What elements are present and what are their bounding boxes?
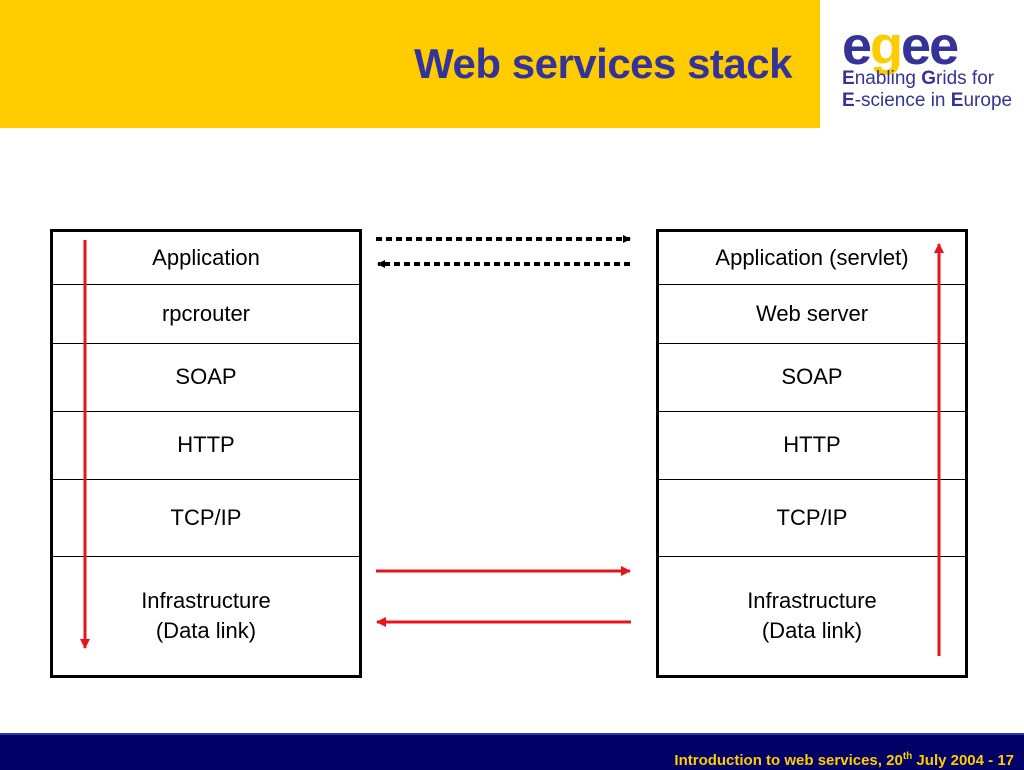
- server-layer-application: Application (servlet): [659, 232, 965, 285]
- server-layer-soap: SOAP: [659, 343, 965, 412]
- client-layer-infrastructure: Infrastructure (Data link): [141, 587, 271, 643]
- footer-band: Introduction to web services, 20th July …: [0, 733, 1024, 770]
- header-band: [0, 0, 820, 128]
- logo-tagline-1: Enabling Grids for: [842, 68, 995, 89]
- client-layer-rpcrouter: rpcrouter: [53, 284, 359, 344]
- egee-logo: egee Enabling Grids for E-science in Eur…: [842, 16, 1013, 124]
- client-layer-application: Application: [53, 232, 359, 285]
- server-layer-http: HTTP: [659, 411, 965, 480]
- server-layer-tcpip: TCP/IP: [659, 479, 965, 557]
- server-stack: Application (servlet) Web server SOAP HT…: [656, 229, 968, 678]
- client-stack: Application rpcrouter SOAP HTTP TCP/IP I…: [50, 229, 362, 678]
- logo-wordmark: egee: [842, 16, 959, 76]
- server-layer-infrastructure: Infrastructure (Data link): [747, 587, 877, 643]
- client-layer-soap: SOAP: [53, 343, 359, 412]
- slide-title: Web services stack: [414, 40, 792, 87]
- footer-text: Introduction to web services, 20th July …: [674, 751, 1014, 769]
- client-layer-http: HTTP: [53, 411, 359, 480]
- logo-tagline-2: E-science in Europe: [842, 90, 1013, 111]
- client-layer-tcpip: TCP/IP: [53, 479, 359, 557]
- server-layer-web-server: Web server: [659, 284, 965, 344]
